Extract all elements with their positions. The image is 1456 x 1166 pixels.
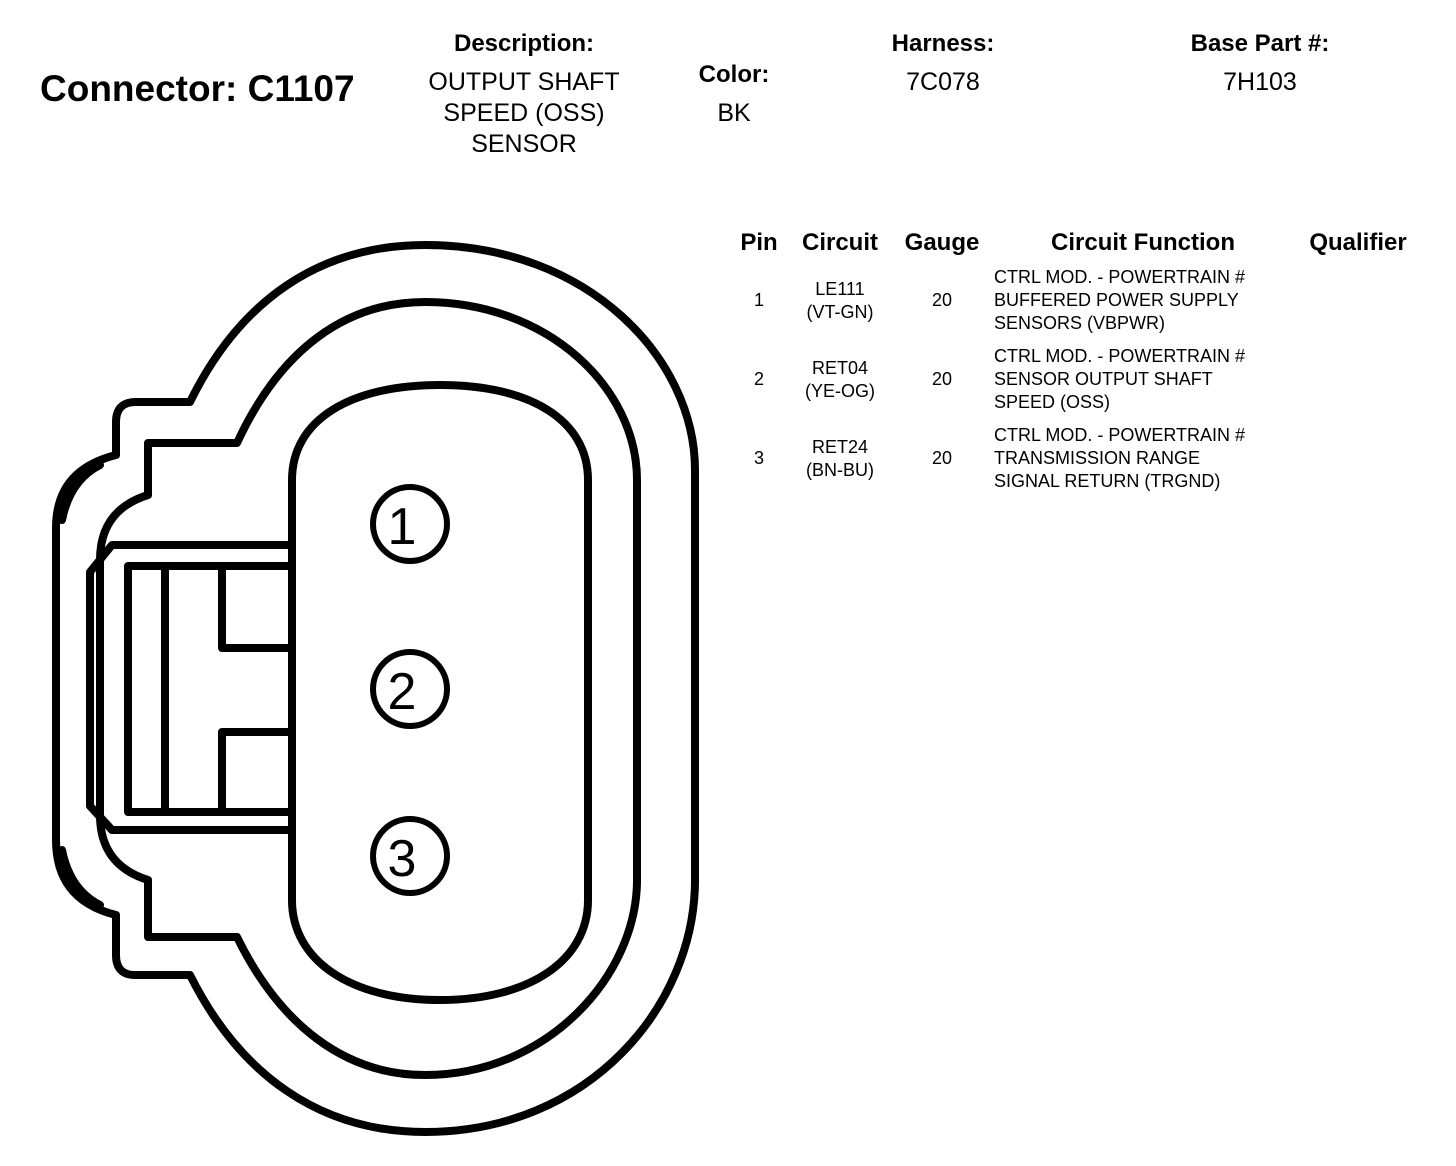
description-line: OUTPUT SHAFT [428, 68, 620, 96]
connector-housing-outline [52, 241, 699, 1136]
color-header: Color: [698, 61, 770, 88]
description-line: SPEED (OSS) [443, 99, 605, 127]
row-3-function-line: CTRL MOD. - POWERTRAIN # [994, 425, 1246, 445]
latch-bump-lower [58, 846, 104, 909]
pin-1-circle [370, 484, 450, 564]
description-header: Description: [453, 30, 594, 57]
row-2-function: CTRL MOD. - POWERTRAIN # SENSOR OUTPUT S… [994, 345, 1294, 414]
latch-bump-upper [58, 461, 104, 524]
connector-title: Connector: C1107 [40, 68, 355, 109]
pin-3-label: 3 [388, 830, 417, 888]
row-1-circuit-id: LE111 [815, 279, 865, 299]
connector-inner-ring [96, 298, 641, 1079]
pin-cavity [288, 381, 592, 1004]
row-2-function-line: SPEED (OSS) [994, 392, 1111, 412]
col-header-pin: Pin [740, 229, 778, 256]
row-3-function-line: SIGNAL RETURN (TRGND) [994, 471, 1221, 491]
row-1-function-line: BUFFERED POWER SUPPLY [994, 290, 1239, 310]
row-2-pin: 2 [753, 369, 764, 389]
latch-tab [86, 541, 294, 834]
row-3-circuit-color: (BN-BU) [806, 460, 874, 480]
row-1-circuit-color: (VT-GN) [806, 302, 874, 322]
row-1-gauge: 20 [931, 290, 953, 310]
col-header-circuit: Circuit [801, 229, 878, 256]
col-header-gauge: Gauge [904, 229, 980, 256]
row-3-function-line: TRANSMISSION RANGE [994, 448, 1201, 468]
row-3-function: CTRL MOD. - POWERTRAIN # TRANSMISSION RA… [994, 424, 1294, 493]
row-3-circuit: RET24 (BN-BU) [790, 436, 890, 482]
color-value: BK [717, 99, 751, 127]
col-header-qualifier: Qualifier [1309, 229, 1407, 256]
row-1-function-line: SENSORS (VBPWR) [994, 313, 1166, 333]
row-3-pin: 3 [753, 448, 764, 468]
latch-tab-inner [124, 562, 294, 816]
description-line: SENSOR [471, 130, 577, 158]
pin-2-circle [370, 649, 450, 729]
row-2-circuit-color: (YE-OG) [805, 381, 875, 401]
row-2-function-line: CTRL MOD. - POWERTRAIN # [994, 346, 1246, 366]
connector-face-diagram: 1 2 3 [52, 241, 699, 1136]
row-2-function-line: SENSOR OUTPUT SHAFT [994, 369, 1213, 389]
base-part-value: 7H103 [1223, 68, 1297, 96]
row-1-function: CTRL MOD. - POWERTRAIN # BUFFERED POWER … [994, 266, 1294, 335]
pin-3-circle [370, 816, 450, 896]
row-1-pin: 1 [753, 290, 764, 310]
row-2-circuit-id: RET04 [811, 358, 869, 378]
harness-value: 7C078 [906, 68, 980, 96]
latch-notch-upper [218, 562, 296, 652]
latch-notch-lower [218, 728, 296, 816]
harness-header: Harness: [891, 30, 995, 57]
row-2-gauge: 20 [931, 369, 953, 389]
row-1-function-line: CTRL MOD. - POWERTRAIN # [994, 267, 1246, 287]
col-header-circuit-function: Circuit Function [1051, 229, 1235, 256]
row-1-circuit: LE111 (VT-GN) [790, 278, 890, 324]
row-2-circuit: RET04 (YE-OG) [790, 357, 890, 403]
row-3-circuit-id: RET24 [811, 437, 869, 457]
description-value: OUTPUT SHAFT SPEED (OSS) SENSOR [384, 67, 664, 160]
pin-2-label: 2 [388, 663, 417, 721]
row-3-gauge: 20 [931, 448, 953, 468]
pin-1-label: 1 [388, 498, 417, 556]
base-part-header: Base Part #: [1190, 30, 1330, 57]
